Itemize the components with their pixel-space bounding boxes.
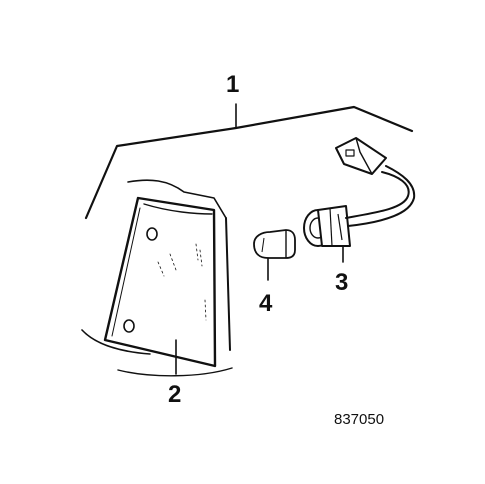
corner-lamp-lens [103,196,217,368]
wire-connector [335,137,387,175]
diagram-reference-number: 837050 [334,411,384,428]
bulb [253,229,296,259]
callout-2: 2 [168,381,181,408]
callout-4: 4 [259,290,273,317]
callout-3: 3 [335,269,348,296]
leader-lines [175,103,344,375]
callout-1: 1 [226,71,239,98]
socket [303,205,351,247]
wire-harness [345,165,416,227]
